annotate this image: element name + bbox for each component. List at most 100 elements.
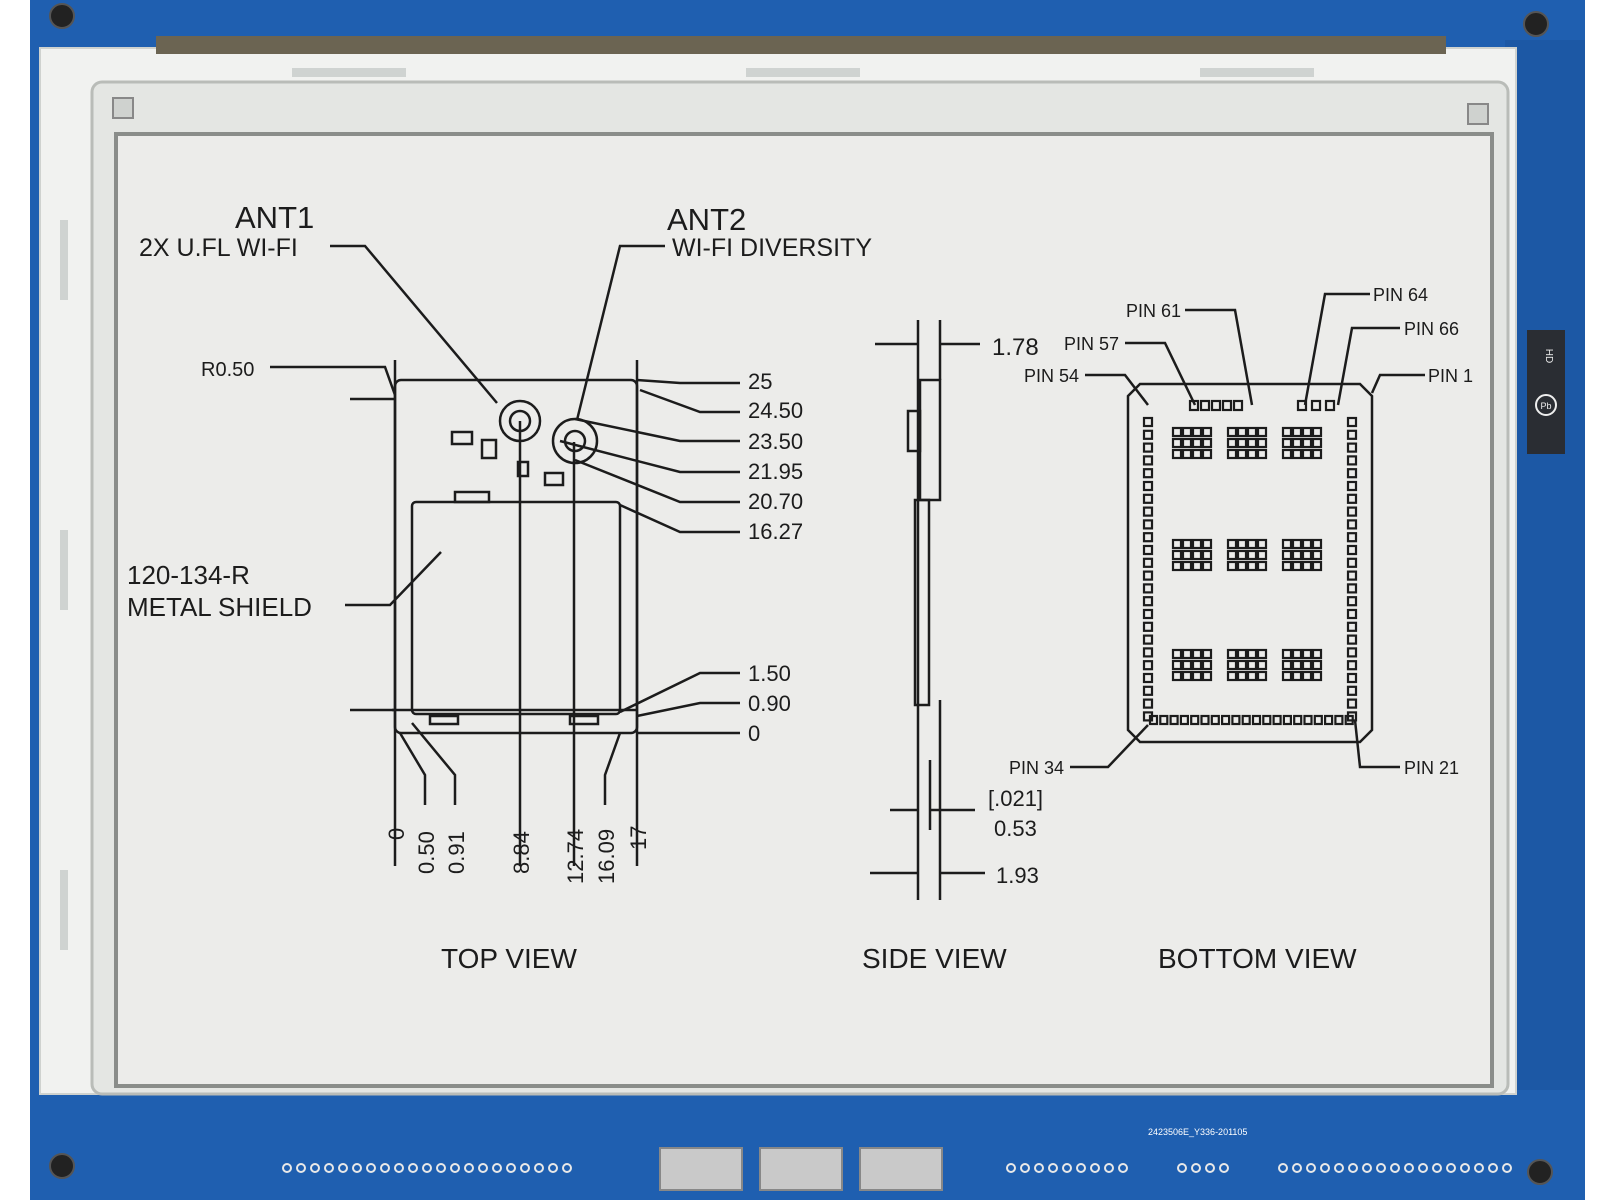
leader-pin21 <box>1353 719 1400 769</box>
edge-pad <box>1142 416 1154 428</box>
shield-label-line1: 120-134-R <box>127 560 250 590</box>
edge-pad <box>1346 493 1358 504</box>
edge-pad <box>1142 583 1154 594</box>
edge-pad <box>1142 621 1154 632</box>
thermal-pad <box>1281 659 1293 671</box>
ant2-title: ANT2 <box>667 202 746 237</box>
edge-pad <box>1142 634 1154 645</box>
leader-shield <box>345 551 442 607</box>
via-hole <box>1362 1163 1372 1173</box>
leader-25 <box>636 378 740 385</box>
via-hole <box>310 1163 320 1173</box>
edge-pad <box>1200 714 1210 726</box>
bezel-tab <box>60 220 68 300</box>
edge-pad <box>1210 714 1220 726</box>
edge-pad <box>1323 714 1334 726</box>
edge-pad <box>1142 660 1154 671</box>
bezel-tab <box>1200 68 1314 77</box>
edge-pad <box>1346 506 1358 517</box>
via-hole <box>436 1163 446 1173</box>
edge-pad <box>1142 544 1154 556</box>
via-hole <box>1376 1163 1386 1173</box>
thermal-pad <box>1246 448 1258 460</box>
thermal-pad <box>1291 648 1303 660</box>
thermal-pad <box>1291 448 1303 460</box>
top-x-dim: 12.74 <box>563 829 588 884</box>
thermal-pad <box>1171 670 1183 682</box>
radius-label: R0.50 <box>201 359 254 381</box>
edge-pad <box>1142 442 1154 453</box>
thermal-pad <box>1171 560 1183 572</box>
thermal-pad <box>1171 437 1183 449</box>
component-pad <box>453 490 491 504</box>
thermal-pad <box>1181 448 1193 460</box>
leader-1-50 <box>619 671 740 714</box>
edge-pad <box>1251 714 1262 726</box>
edge-pad <box>1231 714 1241 726</box>
thermal-pad <box>1246 648 1258 660</box>
edge-pad <box>1241 714 1251 726</box>
thermal-pad <box>1226 659 1238 671</box>
leader-pin54 <box>1085 373 1149 406</box>
leader-24-50 <box>639 388 740 414</box>
pcb-silkscreen-text: 2423506E_Y336-201105 <box>1148 1127 1247 1137</box>
leader-23-50 <box>574 417 740 443</box>
pin66-label: PIN 66 <box>1404 319 1459 339</box>
top-x-dim: 0.91 <box>444 831 469 874</box>
via-hole <box>1474 1163 1484 1173</box>
via-hole <box>1177 1163 1187 1173</box>
edge-pad <box>1142 698 1154 709</box>
edge-pad <box>1346 519 1358 530</box>
top-y-dim: 1.50 <box>748 661 791 686</box>
edge-pad <box>1346 583 1358 594</box>
edge-pad <box>1142 647 1154 658</box>
edge-pad <box>1169 714 1179 726</box>
thermal-pad <box>1191 549 1203 561</box>
via-hole <box>324 1163 334 1173</box>
side-dim-mid-label: 0.53 <box>994 816 1037 841</box>
thermal-pad <box>1291 426 1303 438</box>
edge-pad <box>1344 714 1354 726</box>
bottom-view-label: BOTTOM VIEW <box>1158 943 1357 974</box>
via-hole <box>1334 1163 1344 1173</box>
edge-pad <box>1142 519 1154 530</box>
via-hole <box>1118 1163 1128 1173</box>
edge-pad <box>1232 399 1244 412</box>
thermal-pad <box>1191 560 1203 572</box>
edge-pad <box>1334 714 1344 726</box>
edge-pad <box>1142 480 1154 492</box>
thermal-pad <box>1236 448 1248 460</box>
via-hole <box>1306 1163 1316 1173</box>
edge-pad <box>1296 399 1308 412</box>
edge-pad <box>1142 685 1154 696</box>
thermal-pad <box>1171 426 1183 438</box>
via-hole <box>506 1163 516 1173</box>
edge-pad <box>1346 672 1358 684</box>
thermal-pad <box>1291 670 1303 682</box>
via-hole <box>366 1163 376 1173</box>
screw-icon <box>1523 11 1549 37</box>
flex-cable <box>156 36 1446 54</box>
thermal-pad <box>1226 448 1238 460</box>
metal-shield <box>410 500 622 716</box>
leader-pin64 <box>1303 292 1370 406</box>
ant1-subtitle: 2X U.FL WI-FI <box>139 234 298 262</box>
bezel-tab <box>60 870 68 950</box>
thermal-pad <box>1181 538 1193 550</box>
thermal-pad <box>1291 538 1303 550</box>
thermal-pad <box>1246 659 1258 671</box>
component-pad <box>568 714 600 726</box>
leader-pin57 <box>1125 341 1197 406</box>
thermal-pad <box>1236 549 1248 561</box>
thermal-pad <box>1291 560 1303 572</box>
thermal-pad <box>1236 670 1248 682</box>
thermal-pad <box>1171 448 1183 460</box>
bottom-connector-pads <box>659 1147 943 1191</box>
via-hole <box>1404 1163 1414 1173</box>
thermal-pad <box>1281 437 1293 449</box>
top-x-dim: 0 <box>384 828 409 840</box>
leader-x-0-50 <box>398 732 427 805</box>
via-hole <box>380 1163 390 1173</box>
thermal-pad <box>1246 437 1258 449</box>
pin57-label: PIN 57 <box>1064 334 1119 354</box>
